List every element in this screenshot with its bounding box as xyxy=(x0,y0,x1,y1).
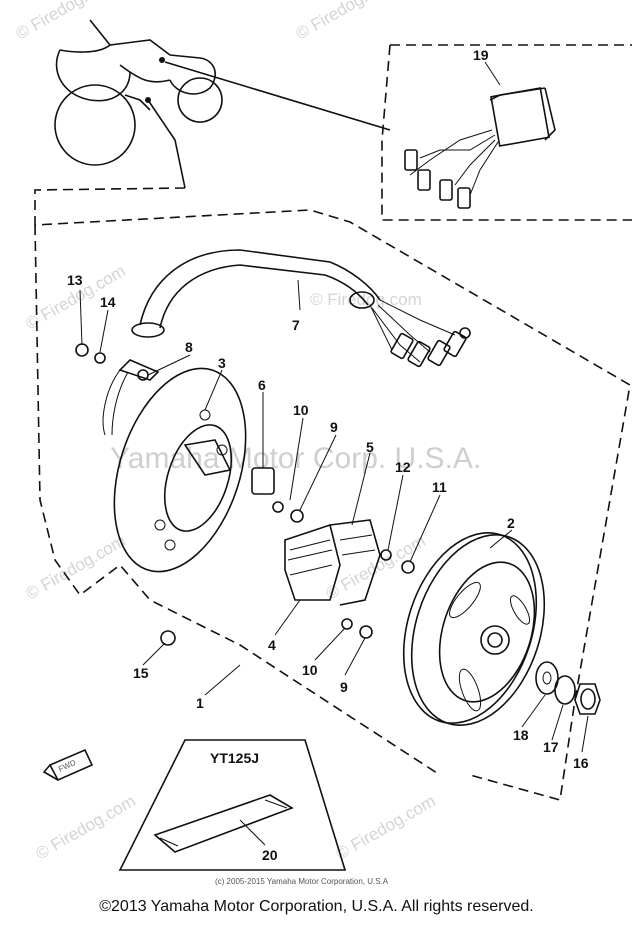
callout-12: 12 xyxy=(395,459,411,475)
fasteners xyxy=(75,343,415,646)
assembly-frame xyxy=(34,187,631,802)
callouts: 1 2 3 4 5 6 7 8 9 9 10 10 11 12 13 14 15… xyxy=(67,47,589,863)
watermark: © Firedog.com xyxy=(23,531,129,603)
source-coil xyxy=(284,519,381,606)
callout-17: 17 xyxy=(543,739,559,755)
fwd-arrow: FWD xyxy=(42,748,94,782)
callout-8: 8 xyxy=(185,339,193,355)
model-label: YT125J xyxy=(210,750,259,766)
callout-20: 20 xyxy=(262,847,278,863)
wire-harness xyxy=(102,249,471,436)
callout-3: 3 xyxy=(218,355,226,371)
silhouette-marker xyxy=(159,57,165,63)
callout-10b: 10 xyxy=(302,662,318,678)
callout-13: 13 xyxy=(67,272,83,288)
callout-9b: 9 xyxy=(340,679,348,695)
callout-5: 5 xyxy=(366,439,374,455)
fine-print: (c) 2005-2015 Yamaha Motor Corporation, … xyxy=(215,877,389,886)
stator-plate xyxy=(113,367,247,573)
inset-part-19 xyxy=(381,44,632,221)
callout-2: 2 xyxy=(507,515,515,531)
callout-18: 18 xyxy=(513,727,529,743)
watermark: © Firedog.com xyxy=(333,791,439,863)
model-inset: YT125J xyxy=(118,739,347,871)
callout-14: 14 xyxy=(100,294,116,310)
callout-6: 6 xyxy=(258,377,266,393)
callout-4: 4 xyxy=(268,637,276,653)
watermarks: © Firedog.com © Firedog.com © Firedog.co… xyxy=(13,0,482,863)
callout-16: 16 xyxy=(573,755,589,771)
flywheel-rotor xyxy=(402,532,546,726)
watermark: © Firedog.com xyxy=(33,791,139,863)
watermark-center: Yamaha Motor Corp. U.S.A. xyxy=(110,442,481,475)
watermark: © Firedog.com xyxy=(293,0,399,43)
callout-10: 10 xyxy=(293,402,309,418)
callout-1: 1 xyxy=(196,695,204,711)
callout-7: 7 xyxy=(292,317,300,333)
callout-11: 11 xyxy=(432,479,447,495)
callout-9: 9 xyxy=(330,419,338,435)
callout-19: 19 xyxy=(473,47,489,63)
hardware-stack xyxy=(535,661,601,715)
vehicle-silhouette xyxy=(54,19,391,189)
watermark: © Firedog.com xyxy=(310,290,422,309)
pickup-coil xyxy=(251,405,275,495)
copyright-notice: ©2013 Yamaha Motor Corporation, U.S.A. A… xyxy=(99,898,534,915)
leader-lines xyxy=(79,61,589,846)
callout-15: 15 xyxy=(133,665,149,681)
